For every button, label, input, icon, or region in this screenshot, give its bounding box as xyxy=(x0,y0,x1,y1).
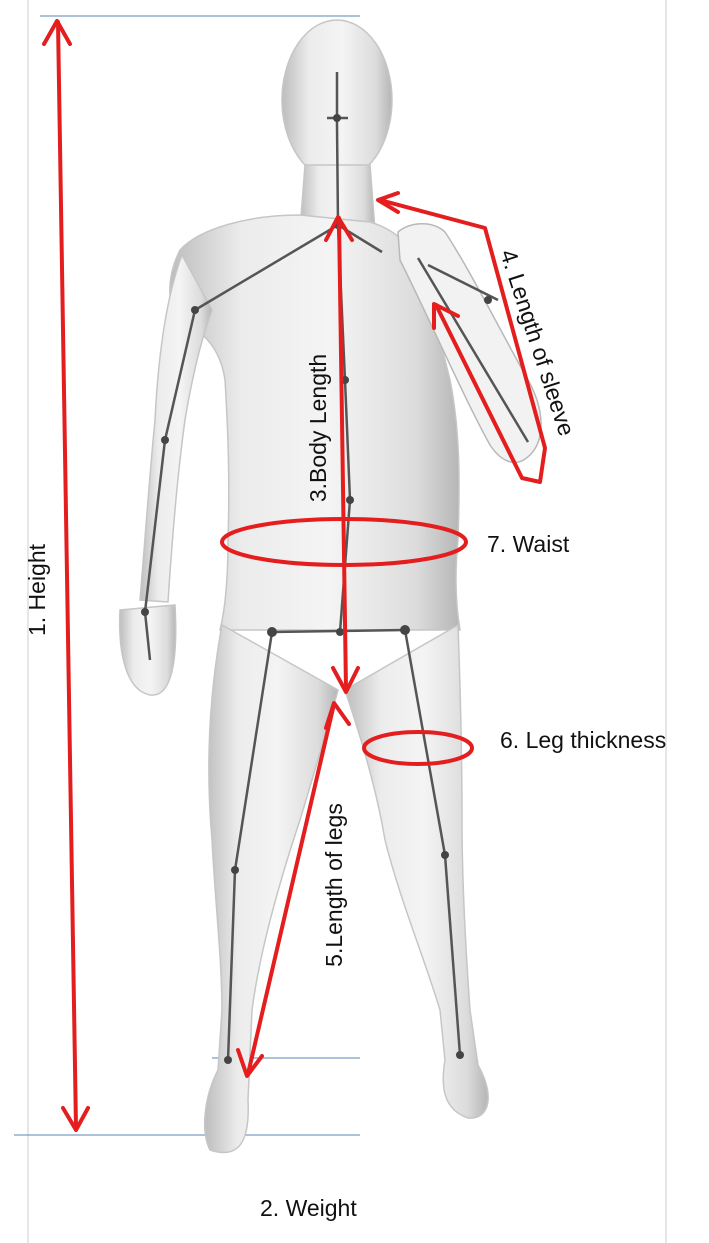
leg-thickness-label: 6. Leg thickness xyxy=(500,727,666,753)
mannequin-figure xyxy=(120,20,488,1153)
body-length-label: 3.Body Length xyxy=(305,354,331,502)
height-label: 1. Height xyxy=(24,543,50,636)
waist-label: 7. Waist xyxy=(487,531,570,557)
weight-label: 2. Weight xyxy=(260,1195,357,1221)
leg-length-label: 5.Length of legs xyxy=(321,803,347,967)
height-arrow xyxy=(44,21,88,1130)
